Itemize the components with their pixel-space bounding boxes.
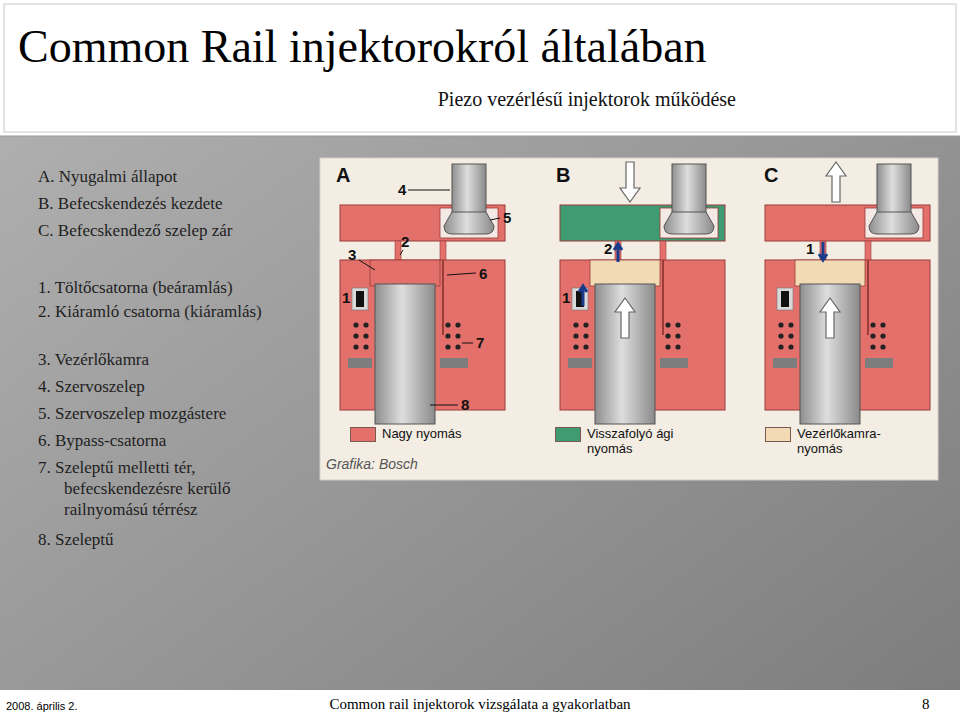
legend-text: Vezérlőkamra-nyomás — [797, 426, 889, 456]
callout-number: 2 — [604, 240, 612, 257]
callout-number: 7 — [476, 334, 484, 351]
state-item: B. Befecskendezés kezdete — [38, 193, 314, 214]
graphic-credit: Grafika: Bosch — [326, 456, 418, 472]
legend-swatch — [555, 427, 581, 442]
callout-number: 6 — [479, 265, 487, 282]
slide-subtitle: Piezo vezérlésű injektorok működése — [300, 88, 736, 111]
state-letter: B — [556, 164, 570, 187]
state-letter: A — [336, 164, 350, 187]
callout-number: 1 — [806, 240, 814, 257]
callout-number: 1 — [342, 289, 350, 306]
callout-number: 3 — [348, 246, 356, 263]
footer-title: Common rail injektorok vizsgálata a gyak… — [280, 696, 680, 713]
part-item: 5. Szervoszelep mozgástere — [38, 403, 324, 424]
slide-title: Common Rail injektorokról általában — [18, 20, 707, 73]
legend-text: Nagy nyomás — [382, 426, 474, 441]
part-item: 2. Kiáramló csatorna (kiáramlás) — [38, 301, 304, 322]
footer-date: 2008. április 2. — [6, 700, 78, 712]
callout-number: 1 — [562, 289, 570, 306]
state-letter: C — [764, 164, 778, 187]
callout-number: 5 — [503, 209, 511, 226]
legend-swatch — [350, 427, 376, 442]
part-item: 7. Szeleptű melletti tér, befecskendezés… — [38, 457, 309, 520]
part-item: 8. Szeleptű — [38, 529, 314, 550]
state-item: A. Nyugalmi állapot — [38, 166, 314, 187]
legend-swatch — [765, 427, 791, 442]
state-item: C. Befecskendező szelep zár — [38, 220, 314, 241]
part-item: 3. Vezérlőkamra — [38, 349, 314, 370]
callout-number: 4 — [398, 181, 406, 198]
part-item: 6. Bypass-csatorna — [38, 430, 314, 451]
part-item: 1. Töltőcsatorna (beáramlás) — [38, 277, 314, 298]
callout-number: 2 — [401, 233, 409, 250]
page-number: 8 — [922, 696, 930, 713]
callout-number: 8 — [461, 396, 469, 413]
part-item: 4. Szervoszelep — [38, 376, 314, 397]
legend-text: Visszafolyó ági nyomás — [587, 426, 679, 456]
